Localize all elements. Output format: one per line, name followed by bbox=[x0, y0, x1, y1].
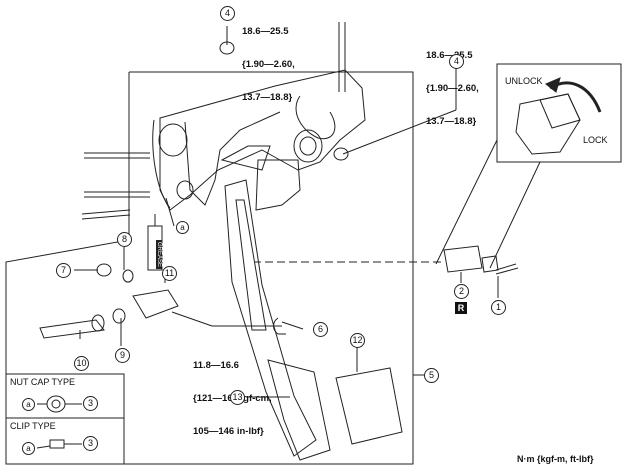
torque-top-line-2: {1.90—2.60, bbox=[242, 59, 295, 70]
torque-right: 18.6—25.5 {1.90—2.60, 13.7—18.8} bbox=[426, 28, 479, 138]
r-marker: R bbox=[455, 302, 467, 314]
a-marker-clip: a bbox=[22, 442, 35, 455]
a-marker-main: a bbox=[176, 221, 189, 234]
unlock-label: UNLOCK bbox=[505, 76, 543, 86]
a-marker-nut: a bbox=[22, 398, 35, 411]
callout-6: 6 bbox=[313, 322, 328, 337]
legend-nut-cap-type: NUT CAP TYPE bbox=[10, 377, 76, 387]
callout-8: 8 bbox=[117, 232, 132, 247]
callout-4-right: 4 bbox=[449, 54, 464, 69]
callout-13: 13 bbox=[230, 390, 245, 405]
torque-top: 18.6—25.5 {1.90—2.60, 13.7—18.8} bbox=[242, 4, 295, 114]
torque-top-line-3: 13.7—18.8} bbox=[242, 92, 293, 103]
callout-1: 1 bbox=[491, 300, 506, 315]
callout-4-top: 4 bbox=[220, 6, 235, 21]
callout-5: 5 bbox=[424, 368, 439, 383]
grease-label: GREASE bbox=[156, 240, 162, 270]
torque-lower-line-3: 105—146 in-lbf} bbox=[193, 426, 264, 437]
callout-7: 7 bbox=[56, 263, 71, 278]
torque-top-line-1: 18.6—25.5 bbox=[242, 26, 289, 37]
callout-3-clip: 3 bbox=[83, 436, 98, 451]
callout-9: 9 bbox=[115, 348, 130, 363]
callout-2: 2 bbox=[454, 284, 469, 299]
callout-11: 11 bbox=[162, 266, 177, 281]
lock-label: LOCK bbox=[583, 135, 608, 145]
legend-clip-type: CLIP TYPE bbox=[10, 421, 56, 431]
torque-right-line-1: 18.6—25.5 bbox=[426, 50, 473, 61]
units-label: N·m {kgf-m, ft-lbf} bbox=[517, 454, 594, 464]
callout-10: 10 bbox=[74, 356, 89, 371]
torque-lower-line-1: 11.8—16.6 bbox=[193, 360, 239, 371]
callout-3-nut: 3 bbox=[83, 396, 98, 411]
torque-right-line-3: 13.7—18.8} bbox=[426, 116, 477, 127]
callout-12: 12 bbox=[350, 333, 365, 348]
torque-right-line-2: {1.90—2.60, bbox=[426, 83, 479, 94]
